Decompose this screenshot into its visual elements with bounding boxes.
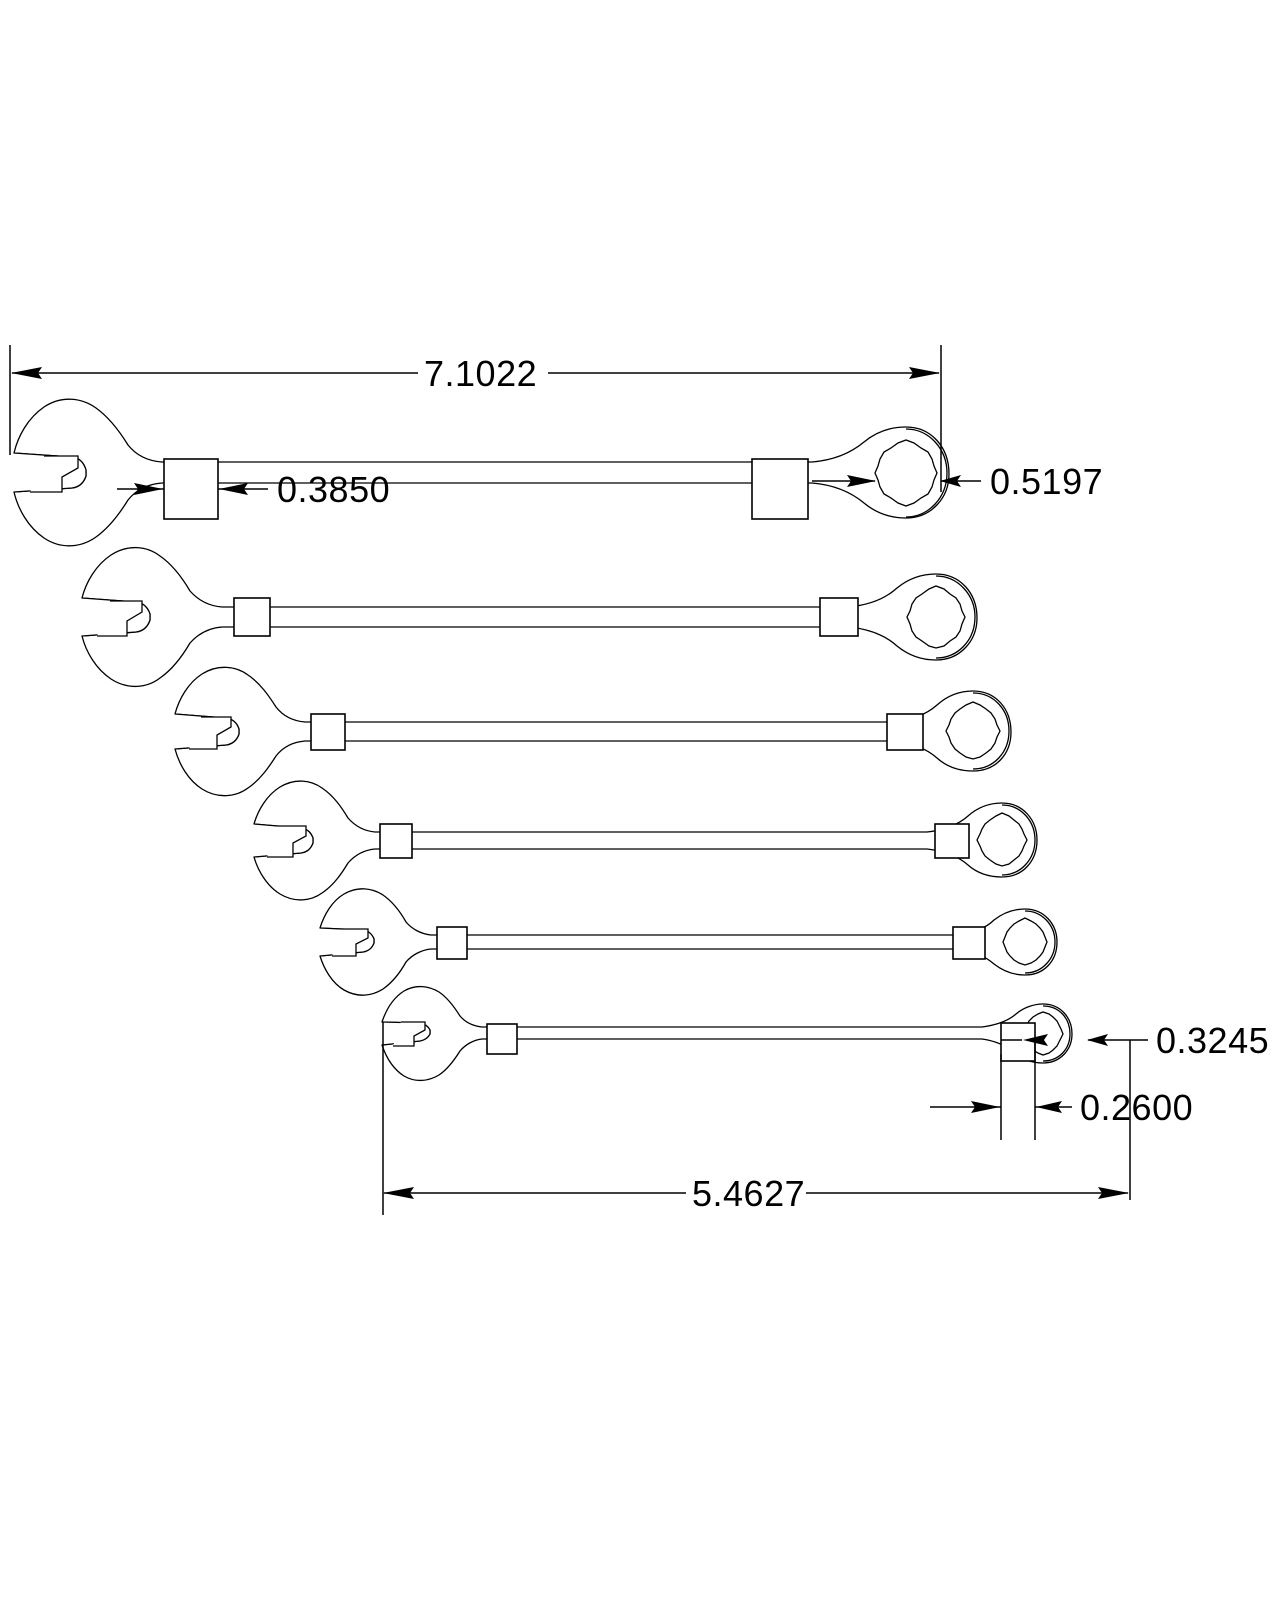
wrench-1-box-twelve-point <box>874 439 938 507</box>
wrench-6-stamp-box <box>486 1023 518 1055</box>
wrench-3 <box>174 666 1012 797</box>
small-box-end-arrow-right <box>1087 1034 1108 1046</box>
wrench-3-stamp-box-right <box>886 713 924 751</box>
wrench-6-body <box>381 985 1073 1082</box>
wrench-2-box-twelve-point <box>906 585 966 649</box>
handle-width-arrow-right <box>219 483 248 495</box>
wrench-5-stamp-box-right <box>952 926 986 960</box>
box-end-size-dimension: 0.5197 <box>812 461 1103 502</box>
overall-length-value: 7.1022 <box>424 353 537 394</box>
small-overall-arrow-left <box>383 1187 414 1199</box>
wrench-2-body <box>81 546 978 688</box>
wrench-4-box-twelve-point <box>976 812 1028 867</box>
small-box-end-size-dimension: 0.3245 <box>1001 1020 1269 1200</box>
overall-length-dimension: 7.1022 <box>9 345 942 492</box>
overall-length-arrow-right <box>909 367 940 379</box>
wrench-4-body <box>253 780 1038 901</box>
wrench-1-largest <box>13 398 950 547</box>
wrench-1-jaw-notch <box>30 455 79 493</box>
small-stamp-arrow-left <box>971 1101 1000 1113</box>
handle-width-dimension: 0.3850 <box>117 469 390 510</box>
wrench-6-stamp-box-right <box>1000 1022 1036 1062</box>
overall-length-arrow-left <box>11 367 42 379</box>
wrench-4-stamp-box <box>379 823 413 859</box>
handle-width-value: 0.3850 <box>277 469 390 510</box>
wrench-4-jaw-notch <box>267 825 307 858</box>
wrench-2-jaw-notch <box>97 600 143 637</box>
wrench-1-stamp-box <box>163 458 219 520</box>
small-overall-arrow-right <box>1098 1187 1129 1199</box>
wrench-6-jaw-notch <box>393 1021 426 1047</box>
wrench-3-jaw-notch <box>189 716 232 750</box>
wrench-2 <box>81 546 978 688</box>
wrench-5-box-twelve-point <box>1002 917 1048 966</box>
wrench-2-stamp-box <box>233 597 271 637</box>
wrench-3-body <box>174 666 1012 797</box>
wrench-5-body <box>319 888 1058 996</box>
wrench-5 <box>319 888 1058 996</box>
small-overall-length-value: 5.4627 <box>692 1173 805 1214</box>
wrench-3-stamp-box <box>310 713 346 751</box>
wrench-2-stamp-box-right <box>819 597 859 637</box>
small-stamp-width-dimension: 0.2600 <box>930 1040 1193 1140</box>
wrench-4-stamp-box-right <box>934 823 970 859</box>
handle-width-arrow-left <box>134 483 163 495</box>
wrench-4 <box>253 780 1038 901</box>
wrench-3-box-twelve-point <box>945 701 1001 760</box>
box-end-size-arrow-left <box>847 475 876 487</box>
wrench-6-smallest <box>381 985 1073 1082</box>
wrench-1-stamp-box-right <box>751 458 809 520</box>
wrench-1-body <box>13 398 950 547</box>
small-stamp-width-value: 0.2600 <box>1080 1087 1193 1128</box>
small-overall-length-dimension: 5.4627 <box>382 1022 1129 1215</box>
small-stamp-arrow-right <box>1036 1101 1062 1113</box>
box-end-size-arrow-right <box>940 475 961 487</box>
wrench-5-jaw-notch <box>332 928 369 957</box>
wrench-5-stamp-box <box>436 926 468 960</box>
box-end-size-value: 0.5197 <box>990 461 1103 502</box>
small-box-end-value: 0.3245 <box>1156 1020 1269 1061</box>
